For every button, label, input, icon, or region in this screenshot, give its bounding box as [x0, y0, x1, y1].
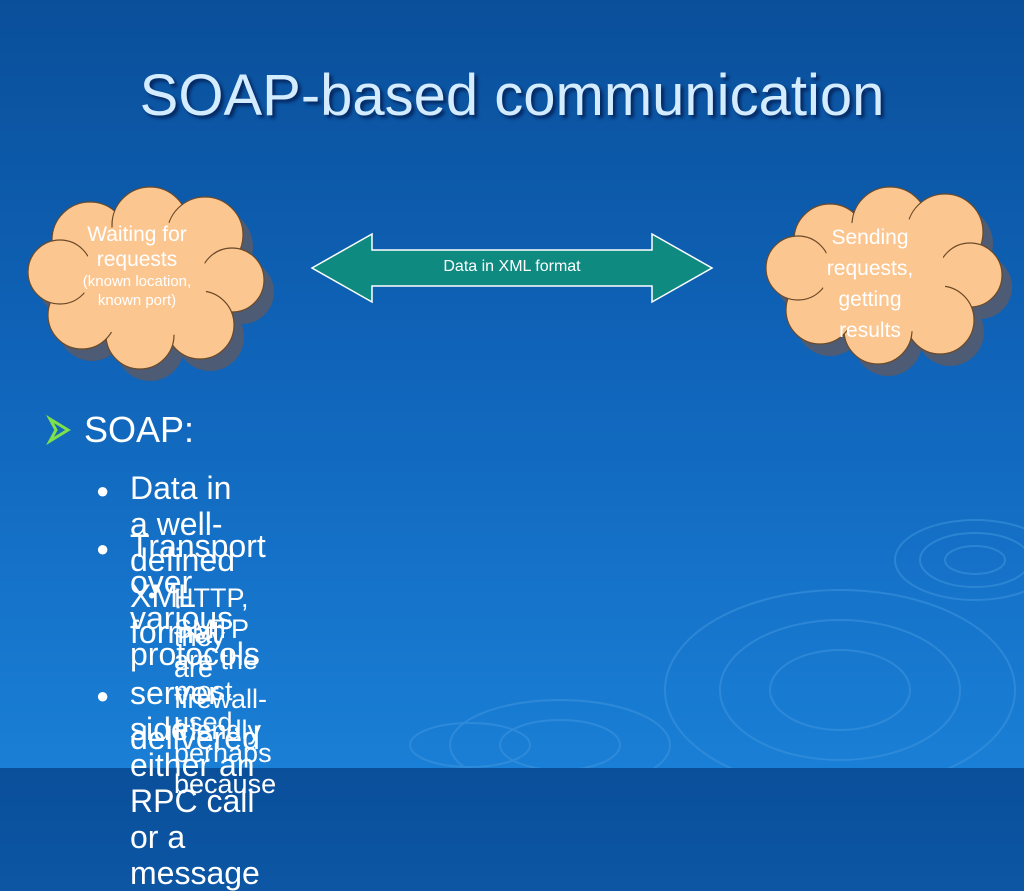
double-arrow [310, 232, 714, 304]
slide-title: SOAP-based communication [139, 63, 885, 128]
sub-bullet-line2: they are firewall-friendly [174, 622, 268, 745]
bullet-item-1: Data in a well-defined XML format [130, 470, 235, 650]
right-cloud-line2: requests, [826, 257, 914, 280]
left-cloud-small1: (known location, [82, 273, 192, 290]
sub-bullet-line1: HTTP, SMTP are the most used, perhaps be… [174, 583, 277, 799]
dot-bullet-icon: ● [96, 683, 110, 708]
arrow-label: Data in XML format [443, 258, 581, 275]
water-ripple-decoration [409, 519, 1024, 768]
right-cloud-line3: getting [838, 288, 902, 311]
slide: { "title": "SOAP-based communication", "… [0, 0, 1024, 768]
dot-bullet-icon: ● [96, 478, 110, 503]
bullet-soap: SOAP: [84, 409, 195, 450]
dot-bullet-icon: ● [96, 536, 110, 561]
left-cloud-line1: Waiting for [87, 223, 187, 246]
left-cloud-small2: known port) [97, 292, 177, 309]
left-cloud-line2: requests [96, 248, 178, 271]
right-cloud-text: Sending requests, getting results [800, 222, 940, 346]
bullet-item-3-cont: delivered [130, 720, 260, 756]
bullet-item-2: Transport over various protocols [130, 528, 266, 672]
diagram-shapes [27, 186, 1012, 381]
right-cloud-line1: Sending [831, 226, 909, 249]
arrow-bullet-icon [46, 415, 71, 445]
right-cloud-line4: results [839, 319, 901, 342]
bullet-item-3: server side: either an RPC call or a mes… [130, 675, 260, 891]
small-dot-bullet-icon: • [148, 583, 156, 608]
left-cloud-text: Waiting for requests (known location, kn… [62, 222, 212, 310]
